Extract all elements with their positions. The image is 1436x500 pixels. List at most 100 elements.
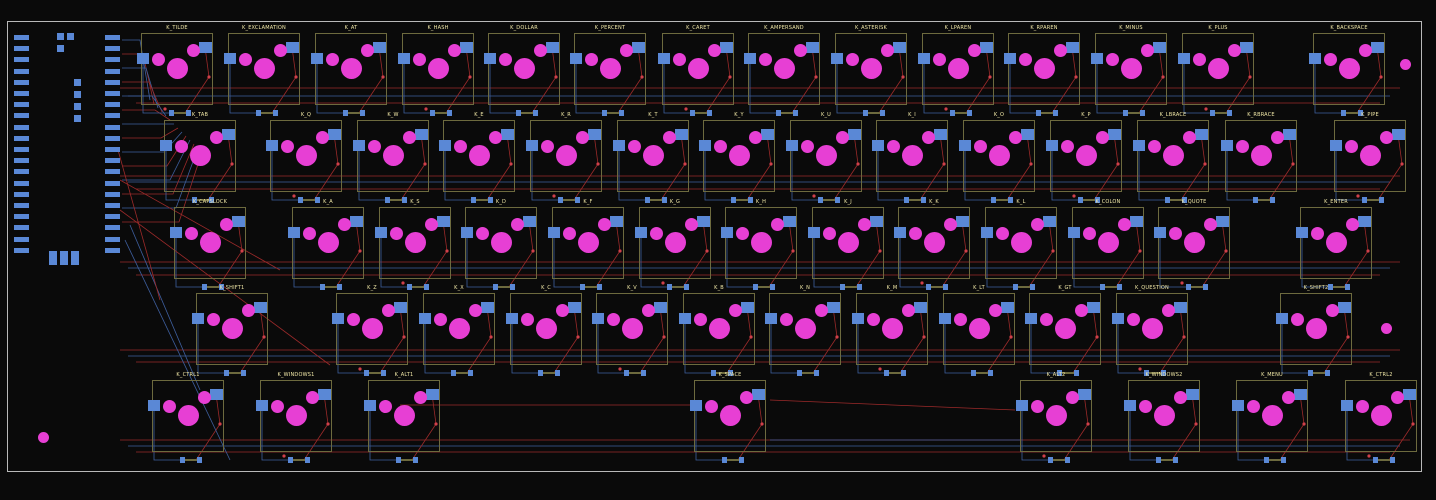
- key-switch-k-colon[interactable]: K_COLON: [1068, 199, 1144, 290]
- key-switch-k-c[interactable]: K_C: [506, 285, 582, 376]
- key-switch-k-s[interactable]: K_S: [375, 199, 451, 290]
- key-switch-k-exclamation[interactable]: K_EXCLAMATION: [224, 25, 300, 116]
- key-switch-k-enter[interactable]: K_ENTER: [1296, 199, 1372, 290]
- switch-pad: [350, 216, 363, 227]
- switch-pad: [872, 140, 884, 151]
- key-switch-k-y[interactable]: K_Y: [699, 112, 775, 203]
- key-switch-k-t[interactable]: K_T: [613, 112, 689, 203]
- key-switch-k-space[interactable]: K_SPACE: [690, 372, 766, 463]
- key-switch-k-f[interactable]: K_F: [548, 199, 624, 290]
- stabilizer-hole: [846, 53, 859, 66]
- key-switch-k-p[interactable]: K_P: [1046, 112, 1122, 203]
- key-switch-k-k[interactable]: K_K: [894, 199, 970, 290]
- key-switch-k-lparen[interactable]: K_LPAREN: [918, 25, 994, 116]
- key-outline: [1225, 120, 1297, 192]
- diode-footprint: [471, 197, 493, 203]
- via: [1051, 249, 1055, 253]
- key-switch-k-o[interactable]: K_O: [959, 112, 1035, 203]
- key-switch-k-capslock[interactable]: K_CAPSLOCK: [170, 199, 246, 290]
- key-switch-k-l[interactable]: K_L: [981, 199, 1057, 290]
- key-switch-k-n[interactable]: K_N: [765, 285, 841, 376]
- stabilizer-hole: [620, 44, 633, 57]
- key-switch-k-i[interactable]: K_I: [872, 112, 948, 203]
- key-switch-k-e[interactable]: K_E: [439, 112, 515, 203]
- key-switch-k-caret[interactable]: K_CARET: [658, 25, 734, 116]
- key-outline: [662, 33, 734, 105]
- key-switch-k-lt[interactable]: K_LT: [939, 285, 1015, 376]
- key-switch-k-alt1[interactable]: K_ALT1: [364, 372, 440, 463]
- key-label: K_RPAREN: [1030, 25, 1058, 31]
- key-switch-k-m[interactable]: K_M: [852, 285, 928, 376]
- center-hole: [536, 318, 557, 339]
- key-switch-k-hash[interactable]: K_HASH: [398, 25, 474, 116]
- key-switch-k-ctrl1[interactable]: K_CTRL1: [148, 372, 224, 463]
- key-switch-k-plus[interactable]: K_PLUS: [1178, 25, 1254, 116]
- switch-pad: [741, 302, 754, 313]
- key-switch-k-q[interactable]: K_Q: [266, 112, 342, 203]
- switch-pad: [959, 140, 971, 151]
- key-switch-k-b[interactable]: K_B: [679, 285, 755, 376]
- key-switch-k-h[interactable]: K_H: [721, 199, 797, 290]
- diode-footprint: [1264, 457, 1286, 463]
- key-switch-k-at[interactable]: K_AT: [311, 25, 387, 116]
- switch-pad: [720, 42, 733, 53]
- key-switch-k-percent[interactable]: K_PERCENT: [570, 25, 646, 116]
- switch-pad: [1232, 400, 1244, 411]
- stabilizer-hole: [556, 304, 569, 317]
- key-switch-k-menu[interactable]: K_MENU: [1232, 372, 1308, 463]
- key-switch-k-ampersand[interactable]: K_AMPERSAND: [744, 25, 820, 116]
- via: [942, 162, 946, 166]
- key-switch-k-w[interactable]: K_W: [353, 112, 429, 203]
- key-switch-k-windows2[interactable]: K_WINDOWS2: [1124, 372, 1200, 463]
- key-switch-k-alt2[interactable]: K_ALT2: [1016, 372, 1092, 463]
- key-switch-k-pipe[interactable]: K_PIPE: [1330, 112, 1406, 203]
- key-switch-k-v[interactable]: K_V: [592, 285, 668, 376]
- key-switch-k-windows1[interactable]: K_WINDOWS1: [256, 372, 332, 463]
- stabilizer-hole: [576, 131, 589, 144]
- key-switch-k-dollar[interactable]: K_DOLLAR: [484, 25, 560, 116]
- key-switch-k-shift2[interactable]: K_SHIFT2: [1276, 285, 1352, 376]
- key-label: K_WINDOWS1: [277, 372, 315, 378]
- key-switch-k-minus[interactable]: K_MINUS: [1091, 25, 1167, 116]
- stabilizer-hole: [628, 140, 641, 153]
- switch-pad: [786, 140, 798, 151]
- switch-pad: [699, 140, 711, 151]
- switch-pad: [1066, 42, 1079, 53]
- key-switch-k-j[interactable]: K_J: [808, 199, 884, 290]
- key-switch-k-d[interactable]: K_D: [461, 199, 537, 290]
- trace: [175, 232, 204, 288]
- key-switch-k-r[interactable]: K_R: [526, 112, 602, 203]
- key-switch-k-quote[interactable]: K_QUOTE: [1154, 199, 1230, 290]
- key-label: K_QUOTE: [1181, 199, 1207, 205]
- key-switch-k-rparen[interactable]: K_RPAREN: [1004, 25, 1080, 116]
- key-label: K_MENU: [1261, 372, 1283, 378]
- key-switch-k-gt[interactable]: K_GT: [1025, 285, 1101, 376]
- key-switch-k-rbrace[interactable]: K_RBRACE: [1221, 112, 1297, 203]
- center-hole: [1154, 405, 1175, 426]
- key-switch-k-u[interactable]: K_U: [786, 112, 862, 203]
- trace: [444, 145, 473, 201]
- key-switch-k-lbrace[interactable]: K_LBRACE: [1133, 112, 1209, 203]
- diode-footprint: [904, 197, 926, 203]
- stabilizer-hole: [403, 131, 416, 144]
- key-switch-k-z[interactable]: K_Z: [332, 285, 408, 376]
- key-switch-k-tilde[interactable]: K_TILDE: [137, 25, 213, 116]
- key-switch-k-g[interactable]: K_G: [635, 199, 711, 290]
- key-switch-k-question[interactable]: K_QUESTION: [1112, 285, 1188, 376]
- key-switch-k-a[interactable]: K_A: [288, 199, 364, 290]
- trace: [618, 145, 647, 201]
- key-switch-k-backspace[interactable]: K_BACKSPACE: [1309, 25, 1385, 116]
- key-outline: [812, 207, 884, 279]
- key-switch-k-x[interactable]: K_X: [419, 285, 495, 376]
- microcontroller-footprint[interactable]: [12, 31, 122, 265]
- trace: [899, 232, 928, 288]
- key-switch-k-asterisk[interactable]: K_ASTERISK: [831, 25, 907, 116]
- key-switch-k-tab[interactable]: K_TAB: [160, 112, 236, 203]
- switch-pad: [1174, 302, 1187, 313]
- key-switch-k-ctrl2[interactable]: K_CTRL2: [1341, 372, 1417, 463]
- switch-pad: [1087, 302, 1100, 313]
- key-switch-k-shift1[interactable]: K_SHIFT1: [192, 285, 268, 376]
- via: [920, 281, 924, 285]
- mcu-pin: [14, 79, 29, 85]
- via: [1367, 454, 1371, 458]
